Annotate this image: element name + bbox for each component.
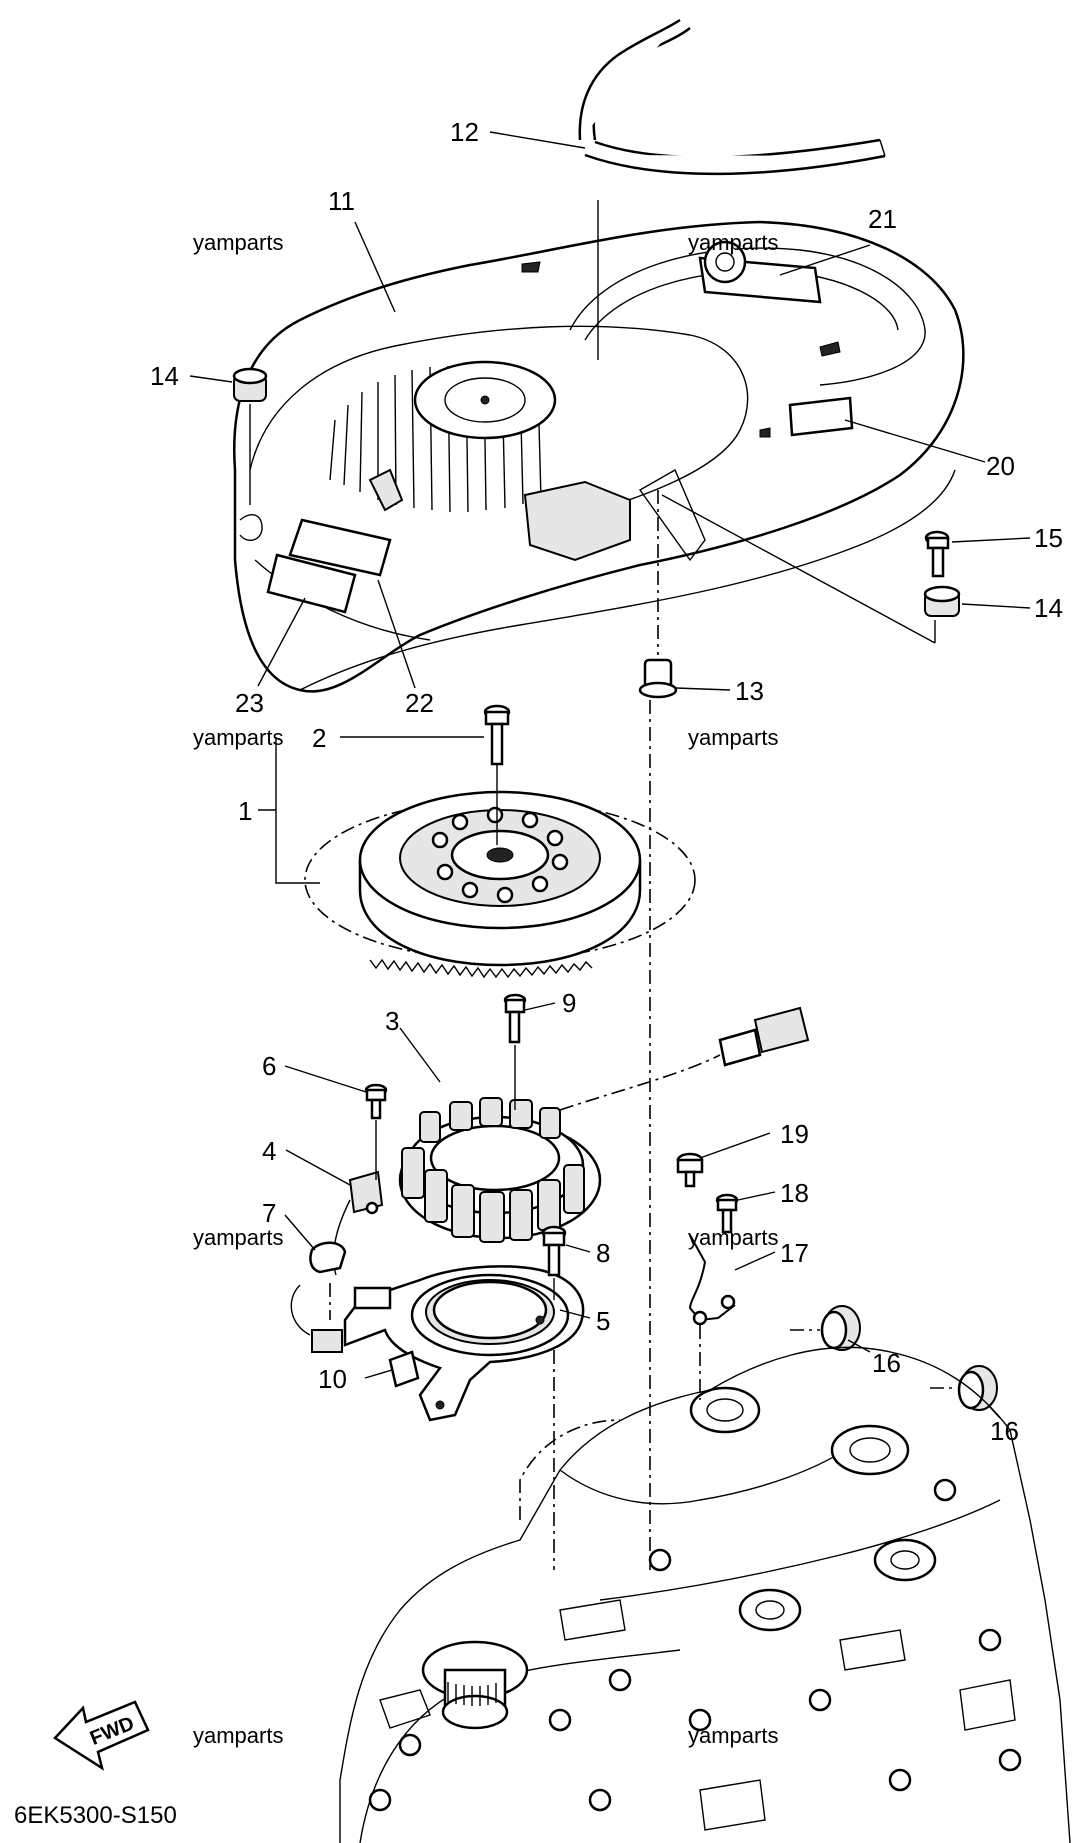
watermark-text: yamparts [193,1723,283,1748]
callout-4: 4 [262,1136,276,1166]
watermark-text: yamparts [193,1225,283,1250]
callout-numbers: 12 11 21 14 20 15 14 13 23 22 2 1 9 3 6 … [150,117,1063,1446]
callout-14: 14 [150,361,179,391]
cover-bolt [924,530,950,578]
engine-block [339,1346,1071,1843]
callout-9: 9 [562,988,576,1018]
callout-18: 18 [780,1178,809,1208]
callout-12: 12 [450,117,479,147]
pulser-bolt [364,1083,388,1120]
callout-19: 19 [780,1119,809,1149]
cover-seal-belt [578,18,886,176]
callout-17: 17 [780,1238,809,1268]
callout-23: 23 [235,688,264,718]
grommet-right [923,585,961,617]
callout-7: 7 [262,1198,276,1228]
lead-wire-screw [676,1152,704,1188]
callout-8: 8 [596,1238,610,1268]
ground-lead-wire [688,1234,736,1326]
watermark-text: yamparts [688,1723,778,1748]
callout-5: 5 [596,1306,610,1336]
engine-grommet-a [820,1305,861,1351]
callout-6: 6 [262,1051,276,1081]
callout-1: 1 [238,796,252,826]
wire-clamp [309,1241,347,1274]
watermark-text: yamparts [688,230,778,255]
stator-bolt [503,993,527,1044]
label-22 [288,518,392,577]
pulser-connector [290,1284,420,1388]
callout-14: 14 [1034,593,1063,623]
callout-11: 11 [328,186,355,216]
callout-16: 16 [990,1416,1019,1446]
stator-coil [398,1006,810,1243]
diagram-code: 6EK5300-S150 [14,1802,177,1829]
watermark-text: yamparts [193,230,283,255]
grommet-left [232,367,268,402]
callout-20: 20 [986,451,1015,481]
callout-15: 15 [1034,523,1063,553]
callout-3: 3 [385,1006,399,1036]
watermarks: yamparts yamparts yamparts yamparts yamp… [193,230,778,1748]
watermark-text: yamparts [193,725,283,750]
stator-base-bracket [343,1265,585,1422]
callout-10: 10 [318,1364,347,1394]
label-23 [266,553,357,614]
watermark-text: yamparts [688,1225,778,1250]
base-bolt [541,1225,567,1277]
callout-16: 16 [872,1348,901,1378]
collar [638,658,678,699]
flywheel-bolt [483,704,511,766]
leader-lines [189,131,1031,1570]
flywheel-magnet [304,790,696,979]
callout-13: 13 [735,676,764,706]
callout-22: 22 [405,688,434,718]
watermark-text: yamparts [688,725,778,750]
label-20 [788,396,854,437]
callout-2: 2 [312,723,326,753]
callout-21: 21 [868,204,897,234]
engine-grommet-b [957,1365,998,1411]
fwd-arrow-icon: FWD [53,1700,150,1771]
flywheel-cover [233,220,965,693]
lead-wire-bolt [715,1193,739,1234]
